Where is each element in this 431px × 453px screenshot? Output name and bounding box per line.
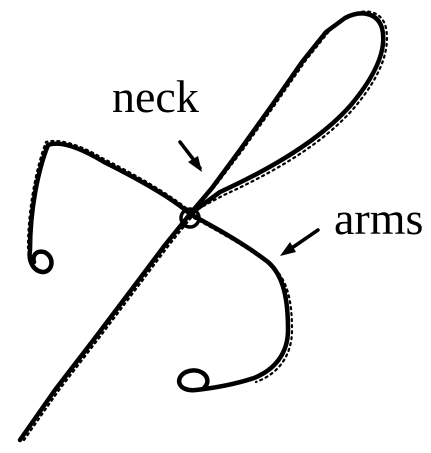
right-arm <box>179 214 288 390</box>
upper-loop-ghost <box>194 12 387 211</box>
upper-loop <box>190 13 383 214</box>
neck-arrow-icon <box>180 142 202 172</box>
arms-arrow-icon <box>280 230 318 256</box>
arms-label: arms <box>334 196 423 242</box>
lower-left-line-ghost <box>24 214 194 440</box>
neck-label: neck <box>112 74 199 120</box>
lower-left-line <box>20 214 190 440</box>
left-arm <box>30 144 190 272</box>
